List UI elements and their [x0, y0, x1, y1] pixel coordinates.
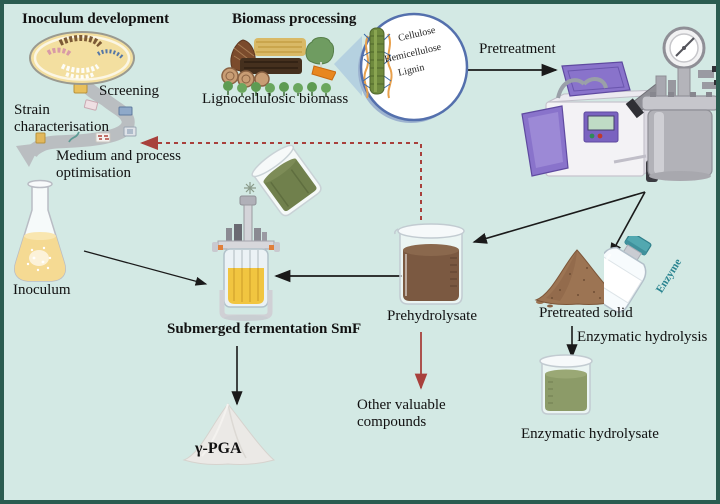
slide-icon: [83, 99, 99, 111]
prehydrolysate-beaker-icon: [394, 223, 465, 305]
pretreated-solid-label: Pretreated solid: [539, 305, 633, 321]
other-valuable-compounds-label: Other valuable compounds: [357, 397, 446, 430]
screening-road: [25, 74, 135, 158]
enzymatic-hydrolysate-label: Enzymatic hydrolysate: [521, 426, 659, 442]
lignocellulosic-biomass-icon: [221, 37, 336, 96]
fermenter-icon: [212, 182, 280, 321]
lignocellulosic-biomass-label: Lignocellulosic biomass: [202, 91, 349, 107]
road-arrowhead: [16, 143, 41, 167]
medium-process-optimisation-label: Medium and process optimisation: [56, 148, 181, 181]
plant-row-icon: [223, 81, 331, 96]
prehydrolysate-label: Prehydrolysate: [387, 308, 477, 324]
arrow-machine-to-solid: [609, 191, 646, 258]
jar-icon: [35, 132, 46, 144]
arrow-inoculum-to-fermenter: [83, 250, 208, 286]
dna-icon: [68, 131, 80, 143]
blot-bands-icon: [98, 135, 109, 140]
screening-label: Screening: [99, 83, 159, 99]
blot-icon: [95, 132, 111, 143]
pretreatment-label: Pretreatment: [479, 41, 556, 57]
pressure-reactor-icon: [625, 26, 720, 181]
inoculum-development-title: Inoculum development: [22, 11, 170, 27]
pouring-beaker-icon: [251, 144, 322, 217]
gamma-pga-pile-icon: [182, 403, 276, 465]
enzymatic-hydrolysate-beaker-icon: [539, 354, 593, 415]
gamma-pga-label: γ-PGA: [195, 440, 242, 457]
enzymatic-hydrolysis-label: Enzymatic hydrolysis: [577, 329, 708, 345]
enzyme-bottle-icon: [604, 236, 652, 313]
pretreatment-machine-icon: [521, 61, 667, 182]
monitor-screen-icon: [127, 129, 133, 134]
biomass-processing-title: Biomass processing: [232, 11, 357, 27]
inoculum-label: Inoculum: [13, 282, 71, 298]
petri-dish-icon: [29, 31, 135, 85]
arrow-machine-to-prehydrolysate: [472, 191, 646, 244]
zoom-callout-triangle: [334, 36, 362, 96]
road-milestone-icons: [35, 83, 137, 144]
cell-wall-structure-icon: [358, 12, 469, 123]
inoculum-flask-icon: [14, 179, 66, 282]
strain-characterisation-label: Strain characterisation: [14, 102, 109, 135]
laptop-icon: [118, 106, 133, 116]
submerged-fermentation-label: Submerged fermentation SmF: [167, 321, 362, 337]
